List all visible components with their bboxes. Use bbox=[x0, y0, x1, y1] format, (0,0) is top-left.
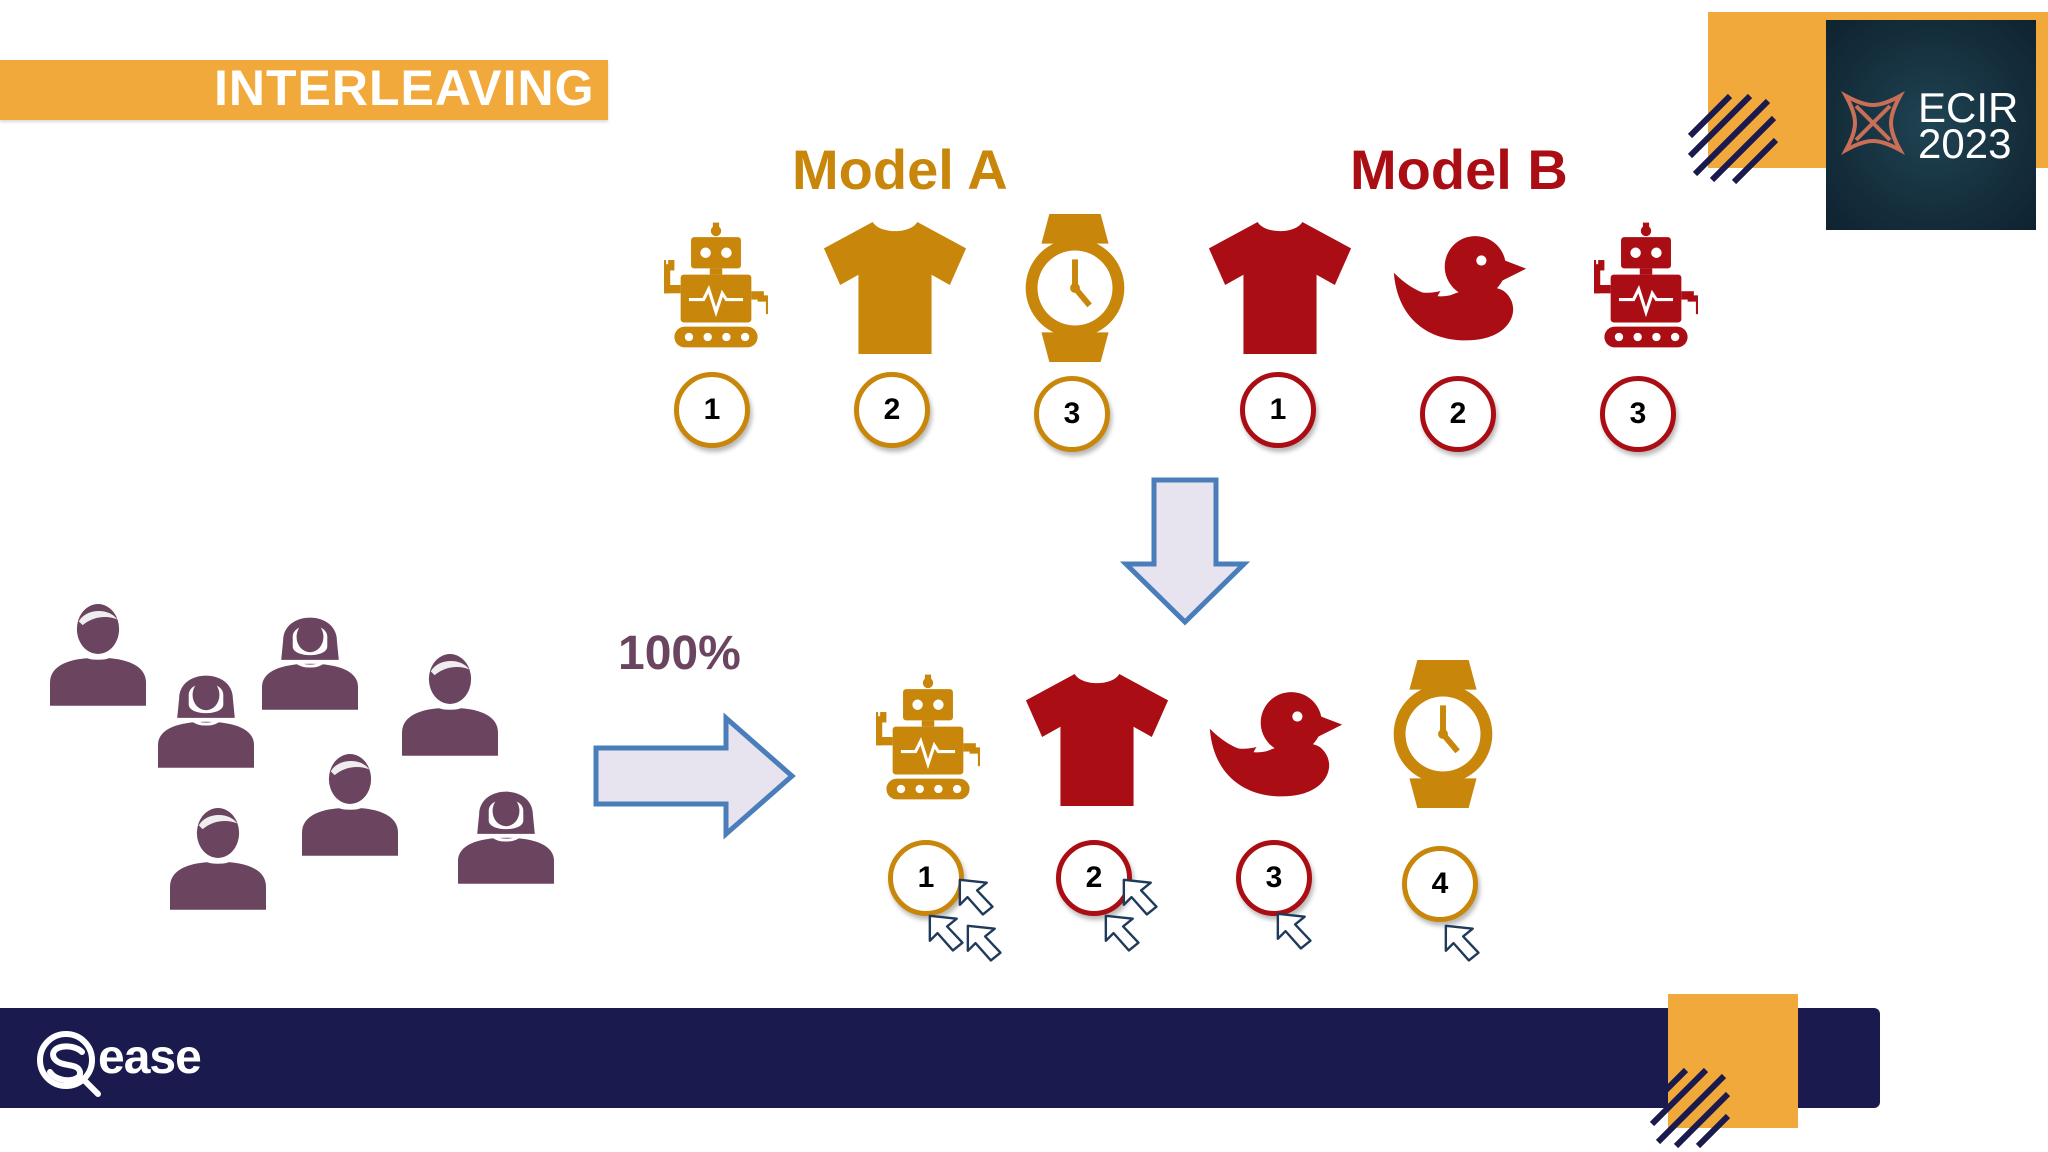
tshirt-icon bbox=[820, 222, 970, 354]
footer-accent-block bbox=[1668, 994, 1798, 1128]
title-banner bbox=[0, 60, 608, 120]
stripes-decoration-icon bbox=[1649, 1067, 1731, 1149]
model-b-rank-2: 2 bbox=[1420, 376, 1496, 452]
robot-icon bbox=[1594, 218, 1698, 352]
male-user-icon bbox=[170, 804, 266, 910]
ecir-logo: ECIR 2023 bbox=[1826, 20, 2036, 230]
model-b-label: Model B bbox=[1350, 138, 1568, 201]
duck-icon bbox=[1392, 232, 1528, 344]
interleaved-item-duck bbox=[1208, 688, 1344, 800]
right-arrow-icon bbox=[593, 712, 796, 840]
interleaved-rank-3: 3 bbox=[1236, 840, 1312, 916]
male-user-icon bbox=[402, 650, 498, 756]
stripes-decoration-icon bbox=[1687, 93, 1779, 185]
model-b-rank-1: 1 bbox=[1240, 372, 1316, 448]
model-a-rank-1: 1 bbox=[674, 372, 750, 448]
ecir-emblem-icon bbox=[1840, 90, 1906, 156]
watch-icon bbox=[1022, 214, 1128, 362]
model-b-item-duck bbox=[1392, 232, 1528, 344]
female-user-icon bbox=[458, 778, 554, 884]
female-user-icon bbox=[262, 604, 358, 710]
model-a-item-watch bbox=[1022, 214, 1128, 362]
female-user-icon bbox=[158, 662, 254, 768]
sease-brand-text: ease bbox=[98, 1031, 202, 1084]
model-a-item-robot bbox=[664, 218, 768, 352]
interleaved-rank-4: 4 bbox=[1402, 846, 1478, 922]
model-b-rank-3: 3 bbox=[1600, 376, 1676, 452]
male-user-icon bbox=[50, 600, 146, 706]
model-a-rank-3: 3 bbox=[1034, 376, 1110, 452]
click-cursor-icon bbox=[1442, 922, 1490, 970]
sease-logo: ease bbox=[34, 1028, 234, 1098]
model-b-item-tshirt bbox=[1205, 222, 1355, 354]
interleaved-item-watch bbox=[1390, 660, 1496, 808]
robot-icon bbox=[876, 670, 980, 804]
interleaved-item-robot bbox=[876, 670, 980, 804]
watch-icon bbox=[1390, 660, 1496, 808]
ecir-name: ECIR bbox=[1918, 84, 2019, 131]
model-a-label: Model A bbox=[792, 138, 1008, 201]
male-user-icon bbox=[302, 750, 398, 856]
click-cursor-icon bbox=[1274, 910, 1322, 958]
model-a-rank-2: 2 bbox=[854, 372, 930, 448]
tshirt-icon bbox=[1022, 674, 1172, 806]
traffic-percentage: 100% bbox=[618, 627, 741, 680]
duck-icon bbox=[1208, 688, 1344, 800]
down-arrow-icon bbox=[1119, 477, 1251, 626]
interleaved-item-tshirt bbox=[1022, 674, 1172, 806]
click-cursor-icon bbox=[1102, 912, 1150, 960]
tshirt-icon bbox=[1205, 222, 1355, 354]
model-b-item-robot bbox=[1594, 218, 1698, 352]
footer-bar bbox=[0, 1008, 1880, 1108]
robot-icon bbox=[664, 218, 768, 352]
interleaved-rank-1: 1 bbox=[888, 840, 964, 916]
model-a-item-tshirt bbox=[820, 222, 970, 354]
slide-title: INTERLEAVING bbox=[214, 60, 595, 116]
ecir-year: 2023 bbox=[1918, 120, 2012, 167]
click-cursor-icon bbox=[964, 922, 1012, 970]
magnifier-icon bbox=[37, 1031, 101, 1097]
users-group bbox=[40, 590, 580, 930]
interleaved-rank-2: 2 bbox=[1056, 840, 1132, 916]
